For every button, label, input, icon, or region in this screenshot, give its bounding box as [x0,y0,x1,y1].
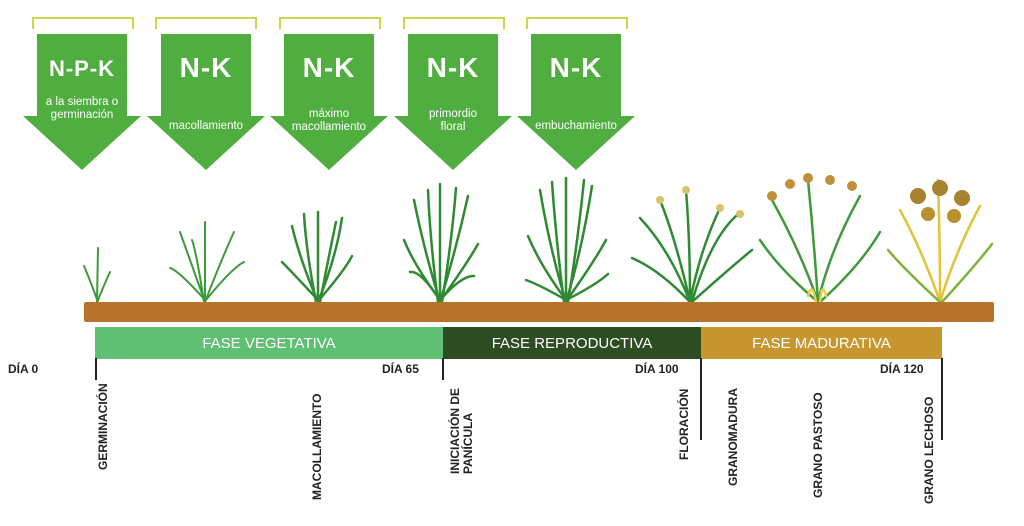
rice-plant-tillering [169,221,245,303]
stage-label: GERMINACIÓN [96,383,110,470]
fertilizer-formula: N-K [549,52,603,83]
down-arrow-icon [23,34,141,170]
soil-bar [84,302,994,322]
bracket [403,17,505,29]
fertilizer-stage-label: embuchamiento [535,120,617,132]
stage-label: GRANOMADURA [726,388,740,486]
stage-label: GRANO PASTOSO [811,392,825,498]
stage-label: GRANO LECHOSO [922,396,936,504]
stage-label: FLORACIÓN [677,388,691,460]
phase-madurativa: FASE MADURATIVA [701,327,942,359]
bracket [526,17,628,29]
rice-plant-granomadura [758,173,882,304]
fertilizer-arrow-3: N-K máximo macollamiento [270,34,388,170]
fertilizer-arrow-5: N-K embuchamiento [517,34,635,170]
fertilizer-arrow-2: N-K macollamiento [147,34,265,170]
down-arrow-icon [147,34,265,170]
bracket [155,17,257,29]
phase-vegetativa: FASE VEGETATIVA [95,327,443,359]
rice-plant-grano-lechoso [886,178,994,304]
phase-reproductiva: FASE REPRODUCTIVA [443,327,701,359]
timeline-tick [700,358,702,440]
day-label: DÍA 120 [880,362,924,376]
rice-plant-seedling [83,247,111,303]
rice-plant-panicle-initiation [402,182,480,304]
down-arrow-icon [394,34,512,170]
fertilizer-formula: N-K [302,52,356,83]
day-label: DÍA 100 [635,362,679,376]
timeline-tick [941,358,943,440]
down-arrow-icon [270,34,388,170]
rice-plant-booting [524,176,610,304]
rice-plant-flowering [630,186,754,304]
fertilizer-formula: N-K [426,52,480,83]
fertilizer-arrow-4: N-K primordio floral [394,34,512,170]
fertilizer-arrow-1: N-P-K a la siembra o germinación [23,34,141,170]
day-label: DÍA 0 [8,362,39,376]
rice-plant-tillering [280,210,354,304]
stage-label: INICIACIÓN DE PANÍCULA [448,387,475,474]
down-arrow-icon [517,34,635,170]
bracket [32,17,134,29]
fertilizer-stage-label: macollamiento [168,120,244,132]
fertilizer-formula: N-K [179,52,233,83]
fertilizer-stage-label: máximo macollamiento [291,108,367,133]
fertilizer-stage-label: a la siembra o germinación [45,96,119,121]
fertilizer-formula: N-P-K [48,56,116,81]
timeline-tick [442,358,444,380]
timeline-tick [95,358,97,380]
day-label: DÍA 65 [382,362,419,376]
bracket [279,17,381,29]
stage-label: MACOLLAMIENTO [310,393,324,500]
fertilizer-stage-label: primordio floral [429,108,477,133]
